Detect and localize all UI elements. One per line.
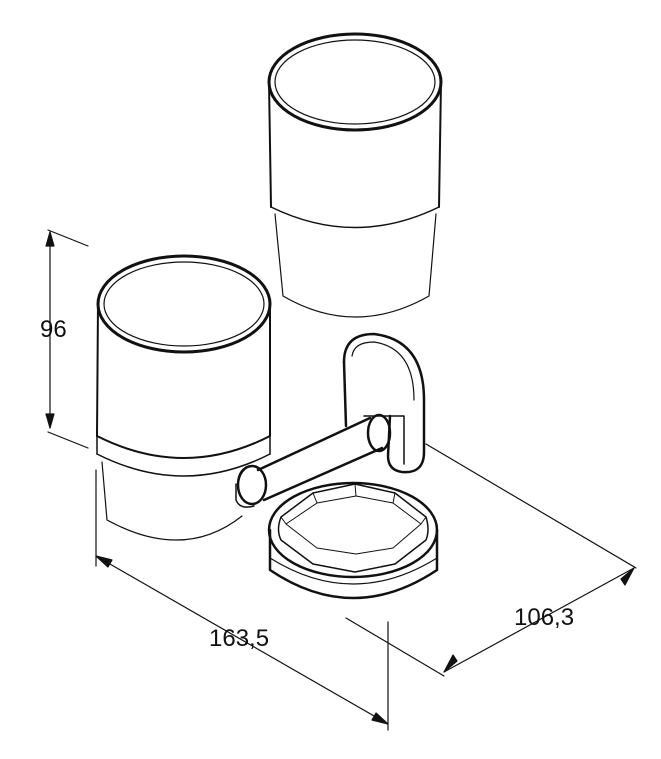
ring-holder (267, 481, 439, 600)
front-glass (96, 254, 272, 541)
dimension-depth (345, 443, 637, 677)
support-arm (235, 413, 392, 508)
width-dimension-label: 163,5 (209, 625, 270, 652)
depth-dimension-label: 106,3 (514, 604, 575, 631)
dimension-height (45, 229, 89, 449)
rear-glass (267, 32, 443, 318)
height-dimension-label: 96 (40, 316, 67, 343)
wall-mount (342, 332, 426, 474)
dimension-width (95, 469, 389, 731)
